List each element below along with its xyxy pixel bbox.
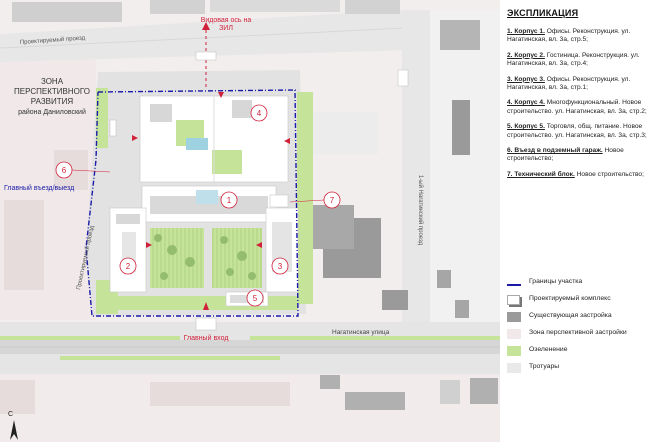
marker-4[interactable]: 4 — [250, 104, 268, 122]
greenery-strip — [297, 92, 313, 304]
zone-swatch — [507, 329, 521, 339]
svg-text:4: 4 — [257, 109, 262, 118]
existing-building — [150, 0, 205, 14]
greenery-strip — [96, 88, 108, 148]
building-3[interactable] — [265, 207, 299, 293]
right-street — [402, 10, 430, 330]
existing-building — [452, 100, 470, 155]
building-2[interactable] — [109, 207, 147, 293]
key-projected-complex: Проектируемый комплекс — [507, 293, 647, 310]
existing-swatch — [507, 312, 521, 322]
trees — [154, 234, 256, 280]
zone-label: ЗОНА — [41, 77, 64, 86]
street-greenery — [0, 336, 180, 340]
legend-entry-6: 6. Въезд в подземный гараж. Новое строит… — [507, 147, 624, 163]
legend-entry-2: 2. Корпус 2. Гостиница. Реконструкция. у… — [507, 51, 640, 68]
street-label-bottom: Нагатинская улица — [332, 329, 390, 336]
svg-text:2: 2 — [126, 262, 131, 271]
projected-swatch — [507, 295, 520, 305]
existing-building — [382, 290, 408, 310]
key-boundary: Границы участка — [507, 276, 647, 293]
main-entrance-label: Главный вход — [184, 334, 229, 342]
street-label-right: 1-ый Нагатинский проезд — [417, 175, 424, 246]
sidewalk-swatch — [507, 363, 521, 373]
legend-entry-7: 7. Технический блок. Новое строительство… — [507, 170, 644, 178]
greenery-swatch — [507, 346, 521, 356]
existing-building — [210, 0, 340, 12]
legend-entry-4: 4. Корпус 4. Многофункциональный. Новое … — [507, 99, 647, 115]
building-1[interactable] — [141, 185, 277, 223]
svg-text:5: 5 — [253, 294, 258, 303]
svg-text:С: С — [8, 411, 13, 418]
street-greenery — [60, 356, 280, 360]
view-axis-label: Видовая ось на — [201, 17, 252, 24]
key-existing-buildings: Существующая застройка — [507, 310, 647, 327]
crosswalks — [109, 51, 409, 331]
technical-block — [269, 194, 289, 208]
svg-text:1: 1 — [227, 196, 232, 205]
site-boundary — [85, 89, 299, 317]
top-street — [0, 10, 410, 62]
north-arrow: С — [8, 411, 18, 440]
key-sidewalks: Тротуары — [507, 361, 647, 378]
boundary-swatch — [507, 279, 521, 286]
existing-building — [12, 2, 122, 22]
zone-label: района Даниловский — [18, 108, 86, 116]
main-entry-exit-label: Главный въезд/выезд — [4, 184, 74, 192]
zone-building — [0, 380, 35, 414]
existing-building — [440, 20, 480, 50]
street-label-top: Проектируемый проезд — [20, 34, 86, 46]
legend-entry-1: 1. Корпус 1. Офисы. Реконструкция. ул. Н… — [507, 28, 631, 44]
marker-5[interactable]: 5 — [246, 289, 264, 307]
view-axis-label: ЗИЛ — [219, 25, 233, 32]
zone-label: РАЗВИТИЯ — [31, 97, 74, 106]
marker-1[interactable]: 1 — [220, 191, 238, 209]
key-perspective-zone: Зона перспективной застройки — [507, 327, 647, 344]
existing-building — [345, 392, 405, 410]
legend-title: ЭКСПЛИКАЦИЯ — [507, 8, 579, 18]
existing-building — [312, 112, 378, 154]
svg-text:3: 3 — [278, 262, 283, 271]
marker-6[interactable]: 6 — [55, 161, 111, 179]
svg-text:6: 6 — [62, 166, 67, 175]
existing-building — [455, 300, 469, 318]
existing-building — [345, 0, 400, 14]
existing-building — [440, 380, 460, 404]
legend-entry-5: 5. Корпус 5. Торговля, общ. питание. Нов… — [507, 123, 647, 139]
map-key: Границы участка Проектируемый комплекс С… — [507, 276, 647, 378]
existing-building — [312, 205, 354, 249]
marker-2[interactable]: 2 — [119, 257, 137, 275]
existing-building — [320, 375, 340, 389]
zone-label: ПЕРСПЕКТИВНОГО — [14, 87, 90, 96]
existing-building — [437, 270, 451, 288]
zone-building — [4, 200, 44, 290]
marker-7[interactable]: 7 — [289, 191, 341, 209]
existing-building — [470, 378, 498, 404]
street-greenery — [250, 336, 500, 340]
zone-building — [150, 382, 290, 406]
legend-entry-3: 3. Корпус 3. Офисы. Реконструкция. ул. Н… — [507, 75, 631, 92]
svg-text:7: 7 — [330, 196, 335, 205]
entry-arrows — [132, 92, 290, 310]
key-greenery: Озеленение — [507, 344, 647, 361]
marker-3[interactable]: 3 — [271, 257, 289, 275]
legend-panel: ЭКСПЛИКАЦИЯ 1. Корпус 1. Офисы. Реконстр… — [507, 8, 647, 186]
site-plan-map: Видовая ось на ЗИЛ Проектируемый проезд … — [0, 0, 500, 442]
